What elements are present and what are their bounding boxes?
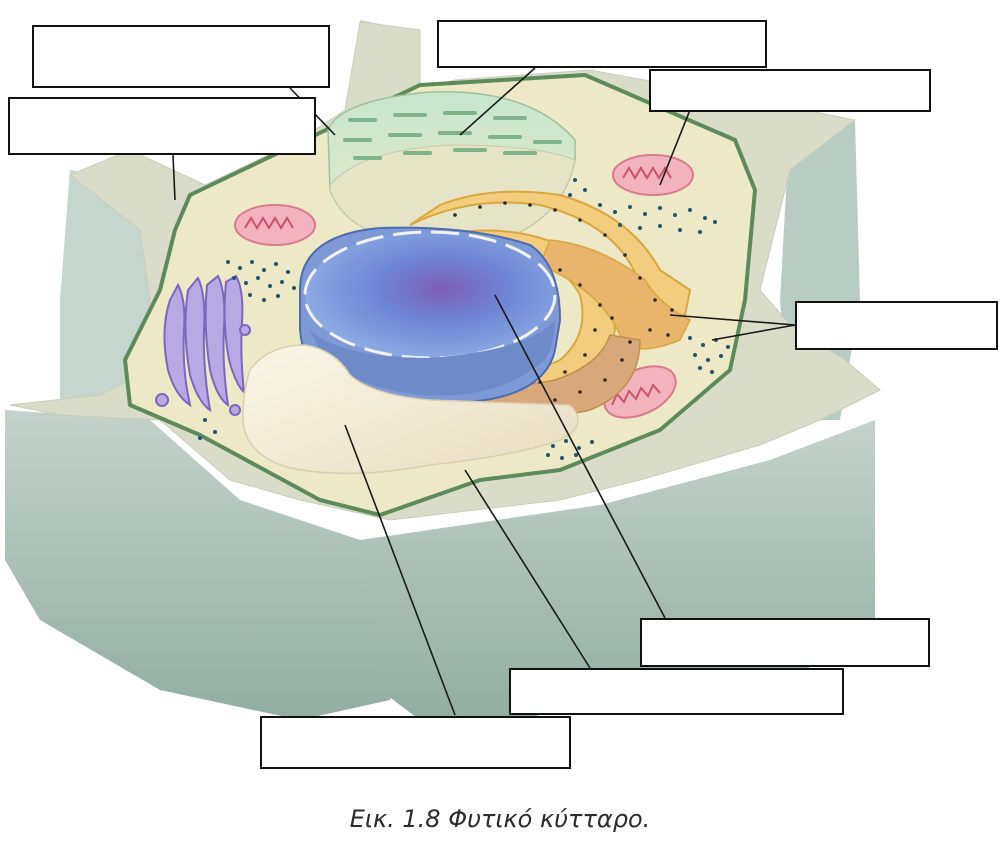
leader-line-chloroplast: [459, 67, 536, 136]
leader-line-nucleus: [494, 294, 666, 619]
leader-line-cytoplasm: [464, 469, 591, 669]
label-box-ribosomes[interactable]: [795, 301, 998, 350]
leader-lines: [172, 67, 796, 716]
golgi-apparatus: [155, 274, 251, 416]
figure-caption: Εικ. 1.8 Φυτικό κύτταρο.: [349, 805, 651, 833]
label-box-cell-membrane[interactable]: [8, 97, 316, 155]
mitochondrion: [234, 204, 316, 246]
leader-line-ribosomes-b: [711, 324, 796, 341]
label-box-vacuole[interactable]: [260, 716, 571, 769]
label-box-nucleus[interactable]: [640, 618, 930, 667]
label-box-mitochondrion[interactable]: [649, 69, 931, 112]
chloroplast: [327, 90, 576, 251]
leader-line-ribosomes-a: [669, 314, 796, 326]
leader-line-cell-membrane: [172, 154, 176, 201]
vacuole: [242, 344, 579, 475]
label-box-cell-wall[interactable]: [32, 25, 330, 88]
leader-line-vacuole: [344, 424, 456, 716]
leader-line-mitochondrion: [659, 109, 691, 186]
label-box-cytoplasm[interactable]: [509, 668, 844, 715]
label-box-chloroplast[interactable]: [437, 20, 767, 68]
ribosomes: [198, 178, 730, 460]
mitochondrion: [612, 154, 694, 196]
